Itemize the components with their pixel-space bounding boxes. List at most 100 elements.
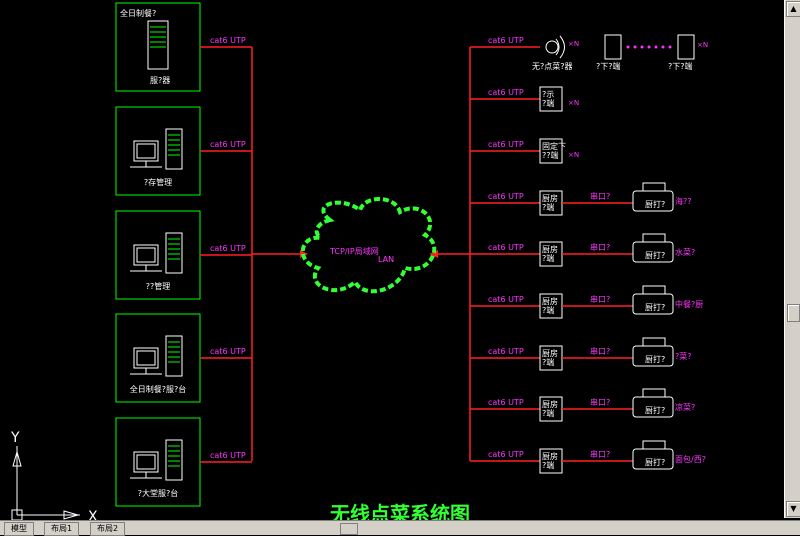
- dot: [668, 45, 672, 49]
- node-label: 全日制餐?服?台: [130, 384, 187, 394]
- dot: [661, 45, 665, 49]
- device-label: ?端: [542, 98, 554, 108]
- handheld-terminal-icon: [604, 34, 622, 60]
- device-label: 无?点菜?器: [532, 61, 573, 71]
- server-tower-icon: [165, 128, 183, 170]
- printer-label: 厨打?: [645, 457, 665, 467]
- layout-tabs-strip: 模型 布局1 布局2: [0, 520, 800, 536]
- scroll-down-icon[interactable]: ▼: [786, 501, 800, 517]
- dot: [654, 45, 658, 49]
- dot: [626, 45, 630, 49]
- cable-label: cat6 UTP: [210, 451, 246, 460]
- printer-label: 厨打?: [645, 405, 665, 415]
- device-label: 厨房: [542, 451, 558, 461]
- printer-label: 厨打?: [645, 302, 665, 312]
- horizontal-scrollbar-thumb[interactable]: [340, 523, 358, 535]
- multiplier-label: ×N: [697, 41, 708, 49]
- cable-label: cat6 UTP: [210, 347, 246, 356]
- device-label: ?端: [542, 357, 554, 367]
- node-label: ?存管理: [144, 177, 172, 187]
- axis-y-label: Y: [10, 430, 20, 446]
- dot: [640, 45, 644, 49]
- cable-label: cat6 UTP: [210, 140, 246, 149]
- server-tower-icon: [165, 439, 183, 481]
- printer-icon: [642, 337, 666, 347]
- cable-label: cat6 UTP: [210, 36, 246, 45]
- cable-label: cat6 UTP: [488, 398, 524, 407]
- lan-cloud: TCP/IP局域网 LAN: [300, 197, 437, 294]
- right-row: cat6 UTP 厨房?端 串口? 厨打? 凉菜?: [470, 388, 695, 422]
- cable-label: cat6 UTP: [488, 36, 524, 45]
- terminal-box: [539, 86, 563, 112]
- cable-label: cat6 UTP: [488, 450, 524, 459]
- server-tower-icon: [147, 20, 169, 70]
- handheld-label: ?下?端: [668, 61, 693, 71]
- device-label: ?端: [542, 253, 554, 263]
- cable-label: cat6 UTP: [488, 347, 524, 356]
- node-sublabel: 服?器: [150, 76, 170, 85]
- device-label: 厨房: [542, 296, 558, 306]
- device-label: ?端: [542, 202, 554, 212]
- left-node: 全日制餐?服?台 cat6 UTP: [115, 313, 252, 403]
- scrollbar-thumb[interactable]: [787, 304, 800, 322]
- scroll-up-icon[interactable]: ▲: [786, 1, 800, 17]
- device-label: ?示: [542, 90, 554, 99]
- printer-icon: [642, 285, 666, 295]
- kitchen-destination-label: 中餐?厨: [675, 299, 703, 309]
- cloud-label-tcpip: TCP/IP局域网: [329, 246, 379, 256]
- kitchen-destination-label: 面包/西?: [675, 454, 706, 464]
- cable-label: cat6 UTP: [488, 140, 524, 149]
- wireless-router-icon: [545, 40, 559, 54]
- server-tower-icon: [165, 232, 183, 274]
- cable-label: cat6 UTP: [488, 243, 524, 252]
- right-row: cat6 UTP 厨房?端 串口? 厨打? 中餐?厨: [470, 285, 703, 319]
- device-label: ?端: [542, 460, 554, 470]
- multiplier-label: ×N: [568, 40, 579, 48]
- cable-label: cat6 UTP: [488, 88, 524, 97]
- printer-label: 厨打?: [645, 199, 665, 209]
- cable-label: cat6 UTP: [210, 244, 246, 253]
- handheld-label: ?下?端: [596, 61, 621, 71]
- kitchen-destination-label: 凉菜?: [675, 402, 695, 412]
- port-label: 串口?: [590, 347, 610, 356]
- vertical-scrollbar[interactable]: ▲ ▼: [784, 0, 800, 518]
- right-row: cat6 UTP 厨房?端 串口? 厨打? 面包/西?: [470, 440, 706, 474]
- terminal-box: [539, 138, 563, 164]
- ucs-axis-icon: Y X: [10, 430, 98, 525]
- device-label: ?端: [542, 305, 554, 315]
- right-row: cat6 UTP ×N 无?点菜?器 ?下?端 ?下?端 ×N: [470, 34, 708, 71]
- dot: [647, 45, 651, 49]
- printer-label: 厨打?: [645, 250, 665, 260]
- dot: [633, 45, 637, 49]
- port-label: 串口?: [590, 295, 610, 304]
- right-row: cat6 UTP?示?端×N: [470, 86, 579, 112]
- left-node: 全日制餐? 服?器 cat6 UTP: [115, 2, 252, 92]
- device-label: 厨房: [542, 244, 558, 254]
- kitchen-destination-label: 海??: [675, 196, 692, 206]
- printer-label: 厨打?: [645, 354, 665, 364]
- device-label: 厨房: [542, 399, 558, 409]
- port-label: 串口?: [590, 398, 610, 407]
- multiplier-label: ×N: [568, 151, 579, 159]
- printer-icon: [642, 388, 666, 398]
- left-node: ??管理 cat6 UTP: [115, 210, 252, 300]
- device-label: 厨房: [542, 348, 558, 358]
- node-label: 全日制餐?: [120, 8, 156, 18]
- node-label: ??管理: [146, 281, 171, 291]
- handheld-terminal-icon: [677, 34, 695, 60]
- device-label: 固定下: [542, 141, 566, 151]
- left-node-group: 全日制餐? 服?器 cat6 UTP ?存管理 cat6 UTP ??管理 cat6 UTP…: [115, 2, 308, 507]
- printer-icon: [642, 233, 666, 243]
- device-label: ?端: [542, 408, 554, 418]
- printer-icon: [642, 440, 666, 450]
- axis-x-label: X: [88, 509, 98, 525]
- port-label: 串口?: [590, 450, 610, 459]
- cable-label: cat6 UTP: [488, 295, 524, 304]
- server-tower-icon: [165, 335, 183, 377]
